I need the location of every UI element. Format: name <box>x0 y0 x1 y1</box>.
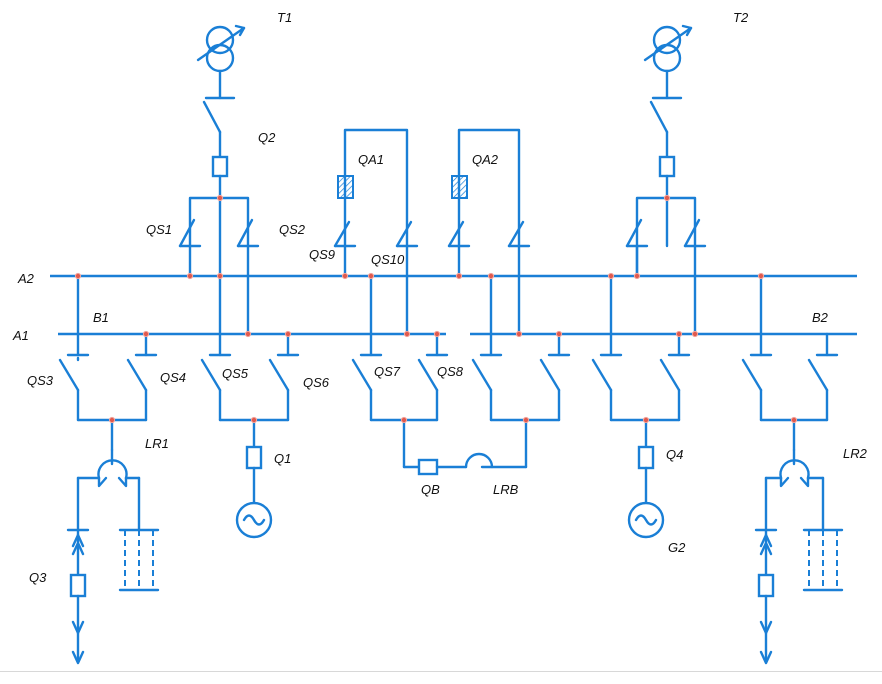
label-qs7: QS7 <box>374 364 401 379</box>
label-g2: G2 <box>668 540 686 555</box>
label-qa1: QA1 <box>358 152 384 167</box>
label-lr2: LR2 <box>843 446 868 461</box>
label-qs5: QS5 <box>222 366 249 381</box>
label-lrb: LRB <box>493 482 519 497</box>
transformer-t2 <box>625 24 707 336</box>
label-t1: T1 <box>277 10 292 25</box>
label-qs10: QS10 <box>371 252 405 267</box>
label-t2: T2 <box>733 10 749 25</box>
label-b2: B2 <box>812 310 829 325</box>
feeder-lr1 <box>58 332 158 532</box>
label-qa2: QA2 <box>472 152 499 167</box>
label-q3: Q3 <box>29 570 47 585</box>
label-qb: QB <box>421 482 440 497</box>
bottom-rule <box>0 671 882 672</box>
feeder-q1 <box>200 332 300 539</box>
outgoing-line-q3 <box>69 528 160 665</box>
label-q1: Q1 <box>274 451 291 466</box>
label-q4: Q4 <box>666 447 683 462</box>
outgoing-line-right <box>757 528 844 665</box>
label-q2: Q2 <box>258 130 276 145</box>
feeder-lrb <box>471 332 571 469</box>
label-a2: A2 <box>17 271 35 286</box>
transformer-t1 <box>178 24 260 336</box>
label-qs3: QS3 <box>27 373 54 388</box>
label-qs8: QS8 <box>437 364 464 379</box>
label-b1: B1 <box>93 310 109 325</box>
bus-coupler-qa1 <box>333 128 419 336</box>
junction-dots <box>74 194 798 424</box>
feeder-g2 <box>591 332 691 539</box>
feeder-lr2 <box>741 332 839 532</box>
label-lr1: LR1 <box>145 436 169 451</box>
label-qs9: QS9 <box>309 247 335 262</box>
label-qs1: QS1 <box>146 222 172 237</box>
label-qs6: QS6 <box>303 375 330 390</box>
label-qs2: QS2 <box>279 222 306 237</box>
bus-coupler-qa2 <box>447 128 531 336</box>
label-a1: A1 <box>12 328 29 343</box>
label-qs4: QS4 <box>160 370 186 385</box>
